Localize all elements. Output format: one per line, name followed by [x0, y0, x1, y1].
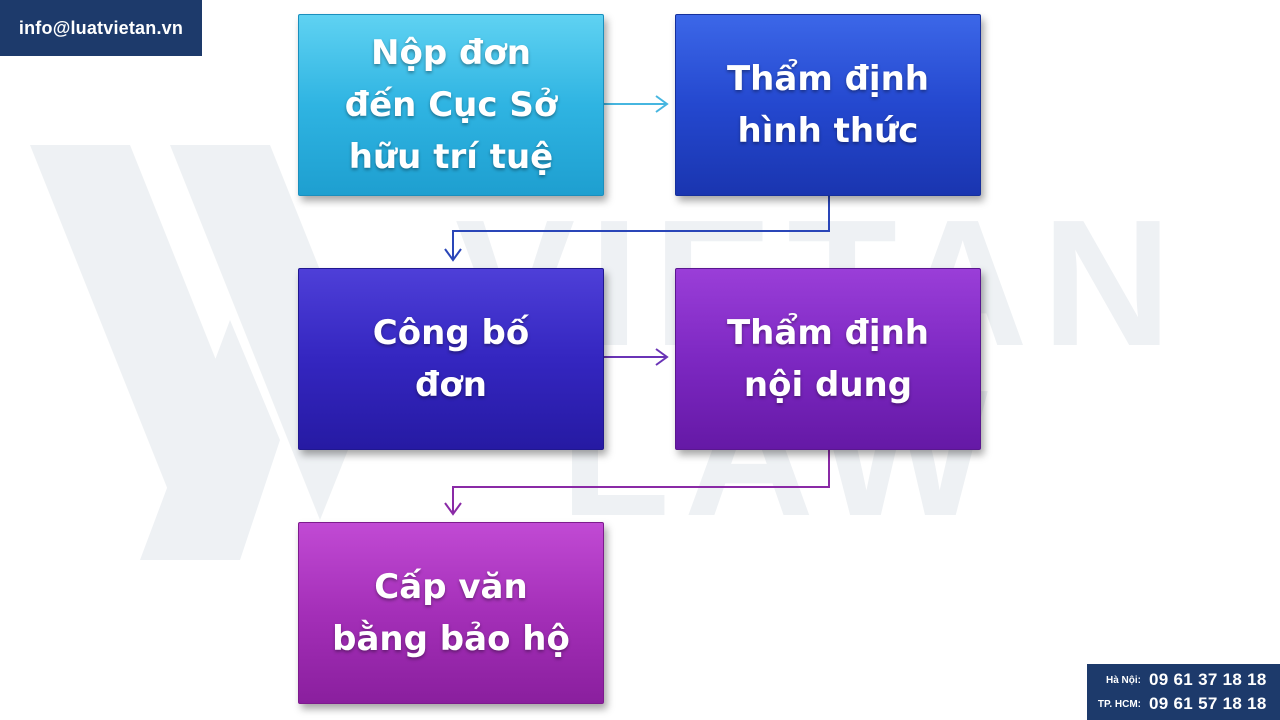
step-substantive-examination: Thẩm định nội dung	[675, 268, 981, 450]
step-grant-certificate: Cấp văn bằng bảo hộ	[298, 522, 604, 704]
step-4-line-1: Thẩm định	[726, 313, 929, 353]
step-1-line-1: Nộp đơn	[371, 33, 531, 73]
contact-row-hcm: TP. HCM: 09 61 57 18 18	[1087, 691, 1280, 717]
hanoi-phone[interactable]: 09 61 37 18 18	[1149, 670, 1267, 689]
email-text[interactable]: info@luatvietan.vn	[18, 17, 184, 38]
step-5-line-1: Cấp văn	[374, 567, 528, 607]
hcm-phone[interactable]: 09 61 57 18 18	[1149, 694, 1267, 713]
contact-phones: Hà Nội: 09 61 37 18 18 TP. HCM: 09 61 57…	[1087, 664, 1280, 720]
step-3-line-2: đơn	[415, 365, 487, 405]
step-4-line-2: nội dung	[743, 365, 913, 405]
arrow-3-to-4	[604, 348, 669, 366]
step-2-line-2: hình thức	[737, 111, 919, 151]
step-formal-examination: Thẩm định hình thức	[675, 14, 981, 196]
arrow-1-to-2	[604, 95, 669, 113]
hcm-label: TP. HCM:	[1097, 698, 1141, 710]
arrow-2-to-3	[444, 196, 830, 262]
contact-row-hanoi: Hà Nội: 09 61 37 18 18	[1087, 667, 1280, 693]
step-1-line-3: hữu trí tuệ	[348, 137, 554, 177]
step-3-line-1: Công bố	[372, 313, 530, 353]
hanoi-label: Hà Nội:	[1106, 674, 1141, 686]
email-badge[interactable]: info@luatvietan.vn	[0, 0, 202, 56]
step-submit-application: Nộp đơn đến Cục Sở hữu trí tuệ	[298, 14, 604, 196]
step-1-line-2: đến Cục Sở	[344, 85, 558, 125]
arrow-4-to-5	[444, 450, 830, 516]
step-5-line-2: bằng bảo hộ	[332, 619, 570, 659]
step-publication: Công bố đơn	[298, 268, 604, 450]
step-2-line-1: Thẩm định	[726, 59, 929, 99]
